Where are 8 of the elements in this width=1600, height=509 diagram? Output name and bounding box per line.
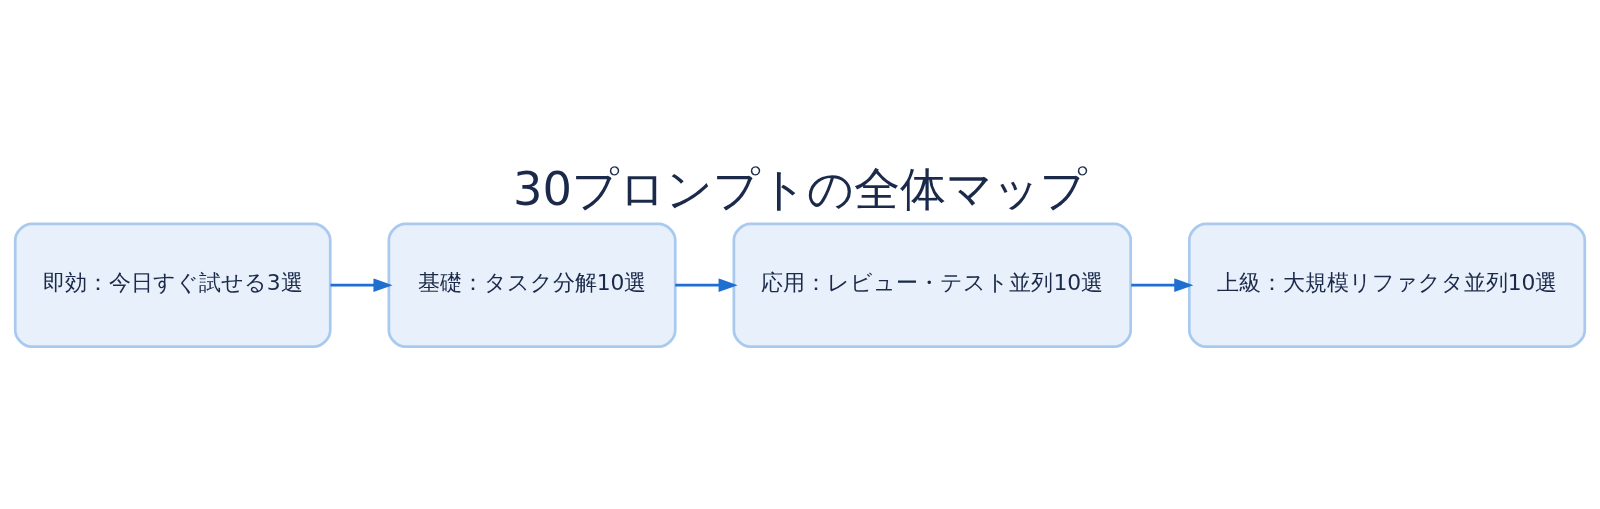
arrow [330, 278, 393, 292]
arrow [1131, 278, 1194, 292]
node-box: 上級：大規模リファクタ並列10選 [1187, 222, 1587, 348]
arrow [675, 278, 738, 292]
diagram-title: 30プロンプトの全体マップ [513, 162, 1087, 216]
node-box: 応用：レビュー・テスト並列10選 [732, 222, 1133, 348]
node-box: 即効：今日すぐ試せる3選 [13, 222, 332, 348]
node-box: 基礎：タスク分解10選 [387, 222, 677, 348]
